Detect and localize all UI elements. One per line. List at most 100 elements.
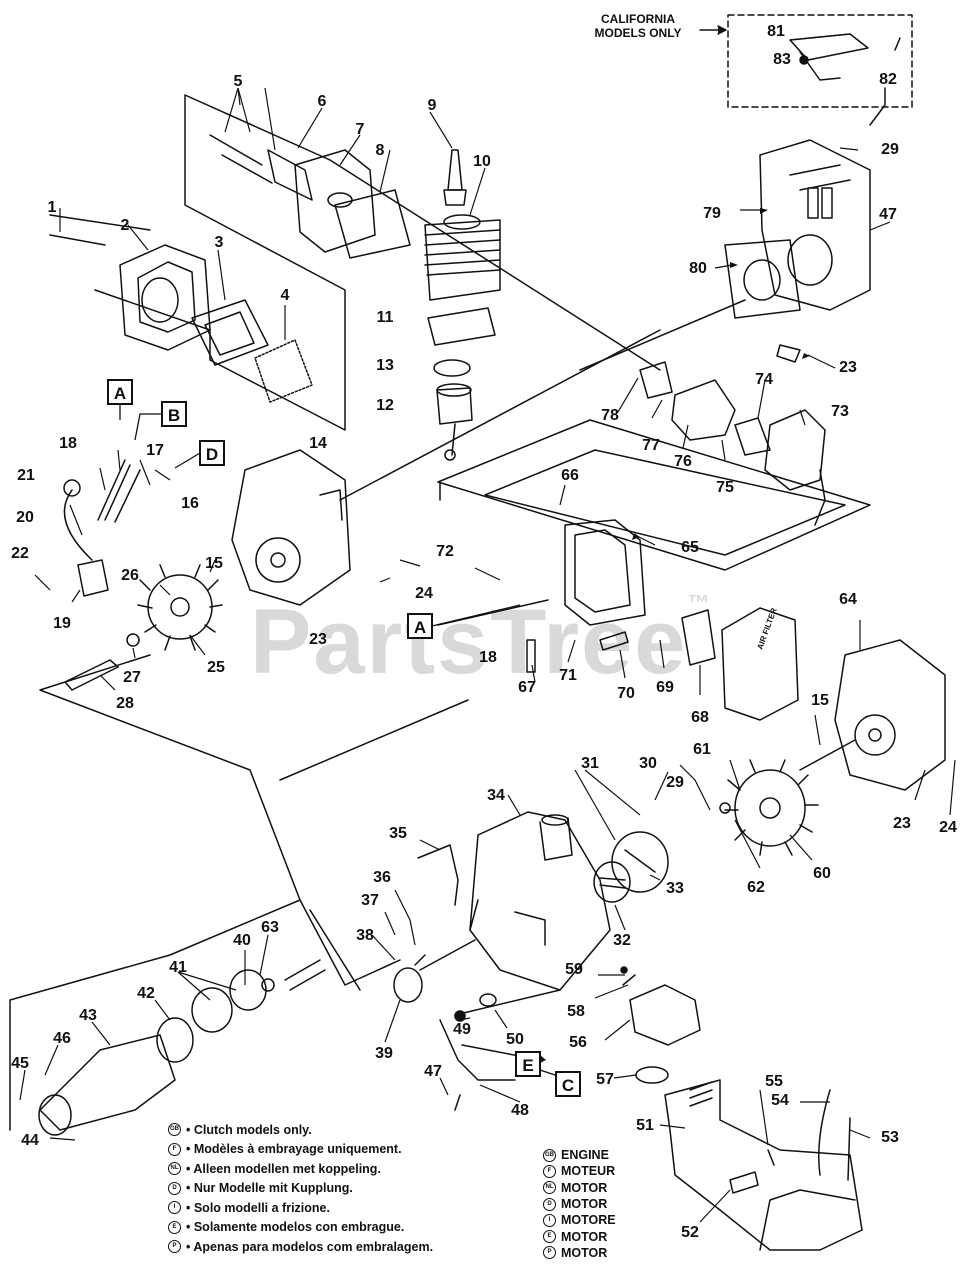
screw-83 [799,55,809,65]
part-label-39: 39 [375,1045,393,1062]
fuel-tank-51 [664,1079,863,1251]
crankcase-14 [231,449,351,606]
part-label-30: 30 [639,755,657,772]
ring-13 [433,359,471,377]
part-label-8: 8 [376,142,385,159]
shaft-28 [64,659,119,691]
language-badge-icon: GB [168,1123,181,1137]
gasket-80 [724,239,801,319]
part-label-42: 42 [137,985,155,1002]
part-label-7: 7 [356,121,365,138]
part-label-32: 32 [613,932,631,949]
part-label-35: 35 [389,825,407,842]
part-label-12: 12 [376,397,394,414]
language-badge-icon: NL [543,1181,556,1195]
part-label-55: 55 [765,1073,783,1090]
part-label-65: 65 [681,539,699,556]
gasket-6 [267,149,313,201]
part-label-15-2: 15 [811,692,829,709]
air-filter-group-outline [437,419,871,571]
gasket-74 [734,417,771,456]
part-label-74: 74 [755,371,773,388]
svg-text:C: C [562,1076,574,1095]
part-label-70: 70 [617,685,635,702]
part-label-36: 36 [373,869,391,886]
part-label-76: 76 [674,453,692,470]
clutch-note-7: P• Apenas para modelos com embralagem. [168,1237,548,1257]
part-label-13: 13 [376,357,394,374]
part-label-60: 60 [813,865,831,882]
piston-12 [436,387,473,425]
clutch-note-2: F• Modèles à embrayage uniquement. [168,1140,548,1160]
language-badge-icon: E [168,1220,181,1234]
part-label-78: 78 [601,407,619,424]
part-label-28: 28 [116,695,134,712]
part-label-50: 50 [506,1031,524,1048]
plate-8 [334,189,411,259]
language-badge-icon: P [168,1240,181,1254]
language-badge-icon: F [168,1142,181,1156]
part-label-1: 1 [48,199,57,216]
muffler-7 [294,149,376,253]
bearing-39 [393,967,423,1003]
part-label-3: 3 [215,234,224,251]
part-label-40: 40 [233,932,251,949]
svg-text:A: A [114,384,126,403]
tool-35 [417,844,459,906]
fuel-line-53 [847,1117,851,1181]
part-label-75: 75 [716,479,734,496]
fuel-line-54 [818,1089,831,1176]
language-badge-icon: P [543,1246,556,1260]
part-label-18: 18 [59,435,77,452]
part-label-19: 19 [53,615,71,632]
california-box [727,14,913,108]
part-label-57: 57 [596,1071,614,1088]
part-label-21: 21 [17,467,35,484]
filter-68 [681,609,716,666]
part-label-24-2: 24 [939,819,957,836]
part-label-64: 64 [839,591,857,608]
svg-text:A: A [414,618,426,637]
part-label-49: 49 [453,1021,471,1038]
part-label-18-2: 18 [479,649,497,666]
part-label-56: 56 [569,1034,587,1051]
filter-cover [721,607,799,721]
part-label-53: 53 [881,1129,899,1146]
part-label-52: 52 [681,1224,699,1241]
air-filter-label: AIR FILTER [755,607,778,651]
language-badge-icon: D [543,1197,556,1211]
part-label-73: 73 [831,403,849,420]
connector-box-b: B [161,401,187,427]
gasket-3 [191,299,269,366]
part-label-5: 5 [234,73,243,90]
part-label-44: 44 [21,1132,39,1149]
clutch-note-5: I• Solo modelli a frizione. [168,1198,548,1218]
part-label-25: 25 [207,659,225,676]
starter-33 [611,831,669,893]
part-label-71: 71 [559,667,577,684]
connector-box-a-top: A [107,379,133,405]
part-label-45: 45 [11,1055,29,1072]
fuel-line-48 [439,1019,516,1081]
filter-housing-2 [119,244,211,351]
part-label-58: 58 [567,1003,585,1020]
svg-text:E: E [522,1056,533,1075]
part-label-23-2: 23 [839,359,857,376]
part-label-37: 37 [361,892,379,909]
part-label-61: 61 [693,741,711,758]
housing-79 [759,139,871,311]
part-label-54: 54 [771,1092,789,1109]
part-label-72: 72 [436,543,454,560]
part-label-9: 9 [428,97,437,114]
part-label-10: 10 [473,153,491,170]
part-label-16: 16 [181,495,199,512]
language-badge-icon: I [168,1201,181,1215]
shoe-42 [156,1017,194,1063]
part-label-23-3: 23 [893,815,911,832]
ignition-coil-19 [77,559,109,597]
